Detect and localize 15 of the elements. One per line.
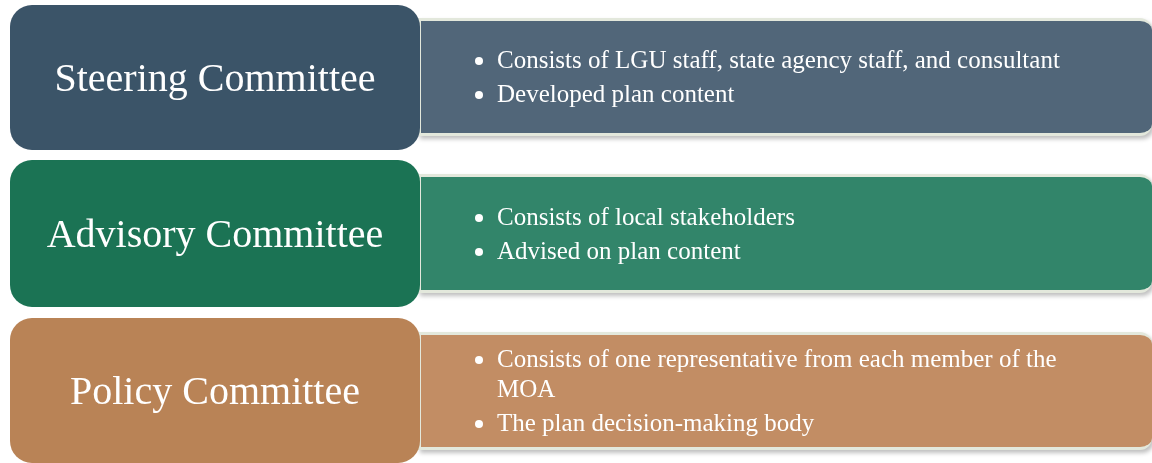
- bullet-point: Consists of local stakeholders: [497, 201, 796, 232]
- bullet-point: Developed plan content: [497, 79, 736, 109]
- bullet-point: Consists of one representative from each member of the MOA: [497, 344, 1058, 404]
- description-box: [418, 174, 1152, 293]
- heading-box: [10, 5, 420, 150]
- heading-box: [10, 318, 420, 463]
- heading-box: [10, 160, 420, 307]
- bullet-point: Consists of LGU staff, state agency staff, and consultant: [497, 45, 1061, 75]
- committee-title: Advisory Committee: [46, 210, 384, 257]
- description-box: [418, 332, 1152, 450]
- bullet-point: The plan decision-making body: [497, 408, 816, 438]
- committee-title: Policy Committee: [70, 367, 360, 414]
- committee-title: Steering Committee: [54, 54, 376, 101]
- bullet-point: Advised on plan content: [497, 235, 742, 266]
- description-box: [418, 18, 1152, 136]
